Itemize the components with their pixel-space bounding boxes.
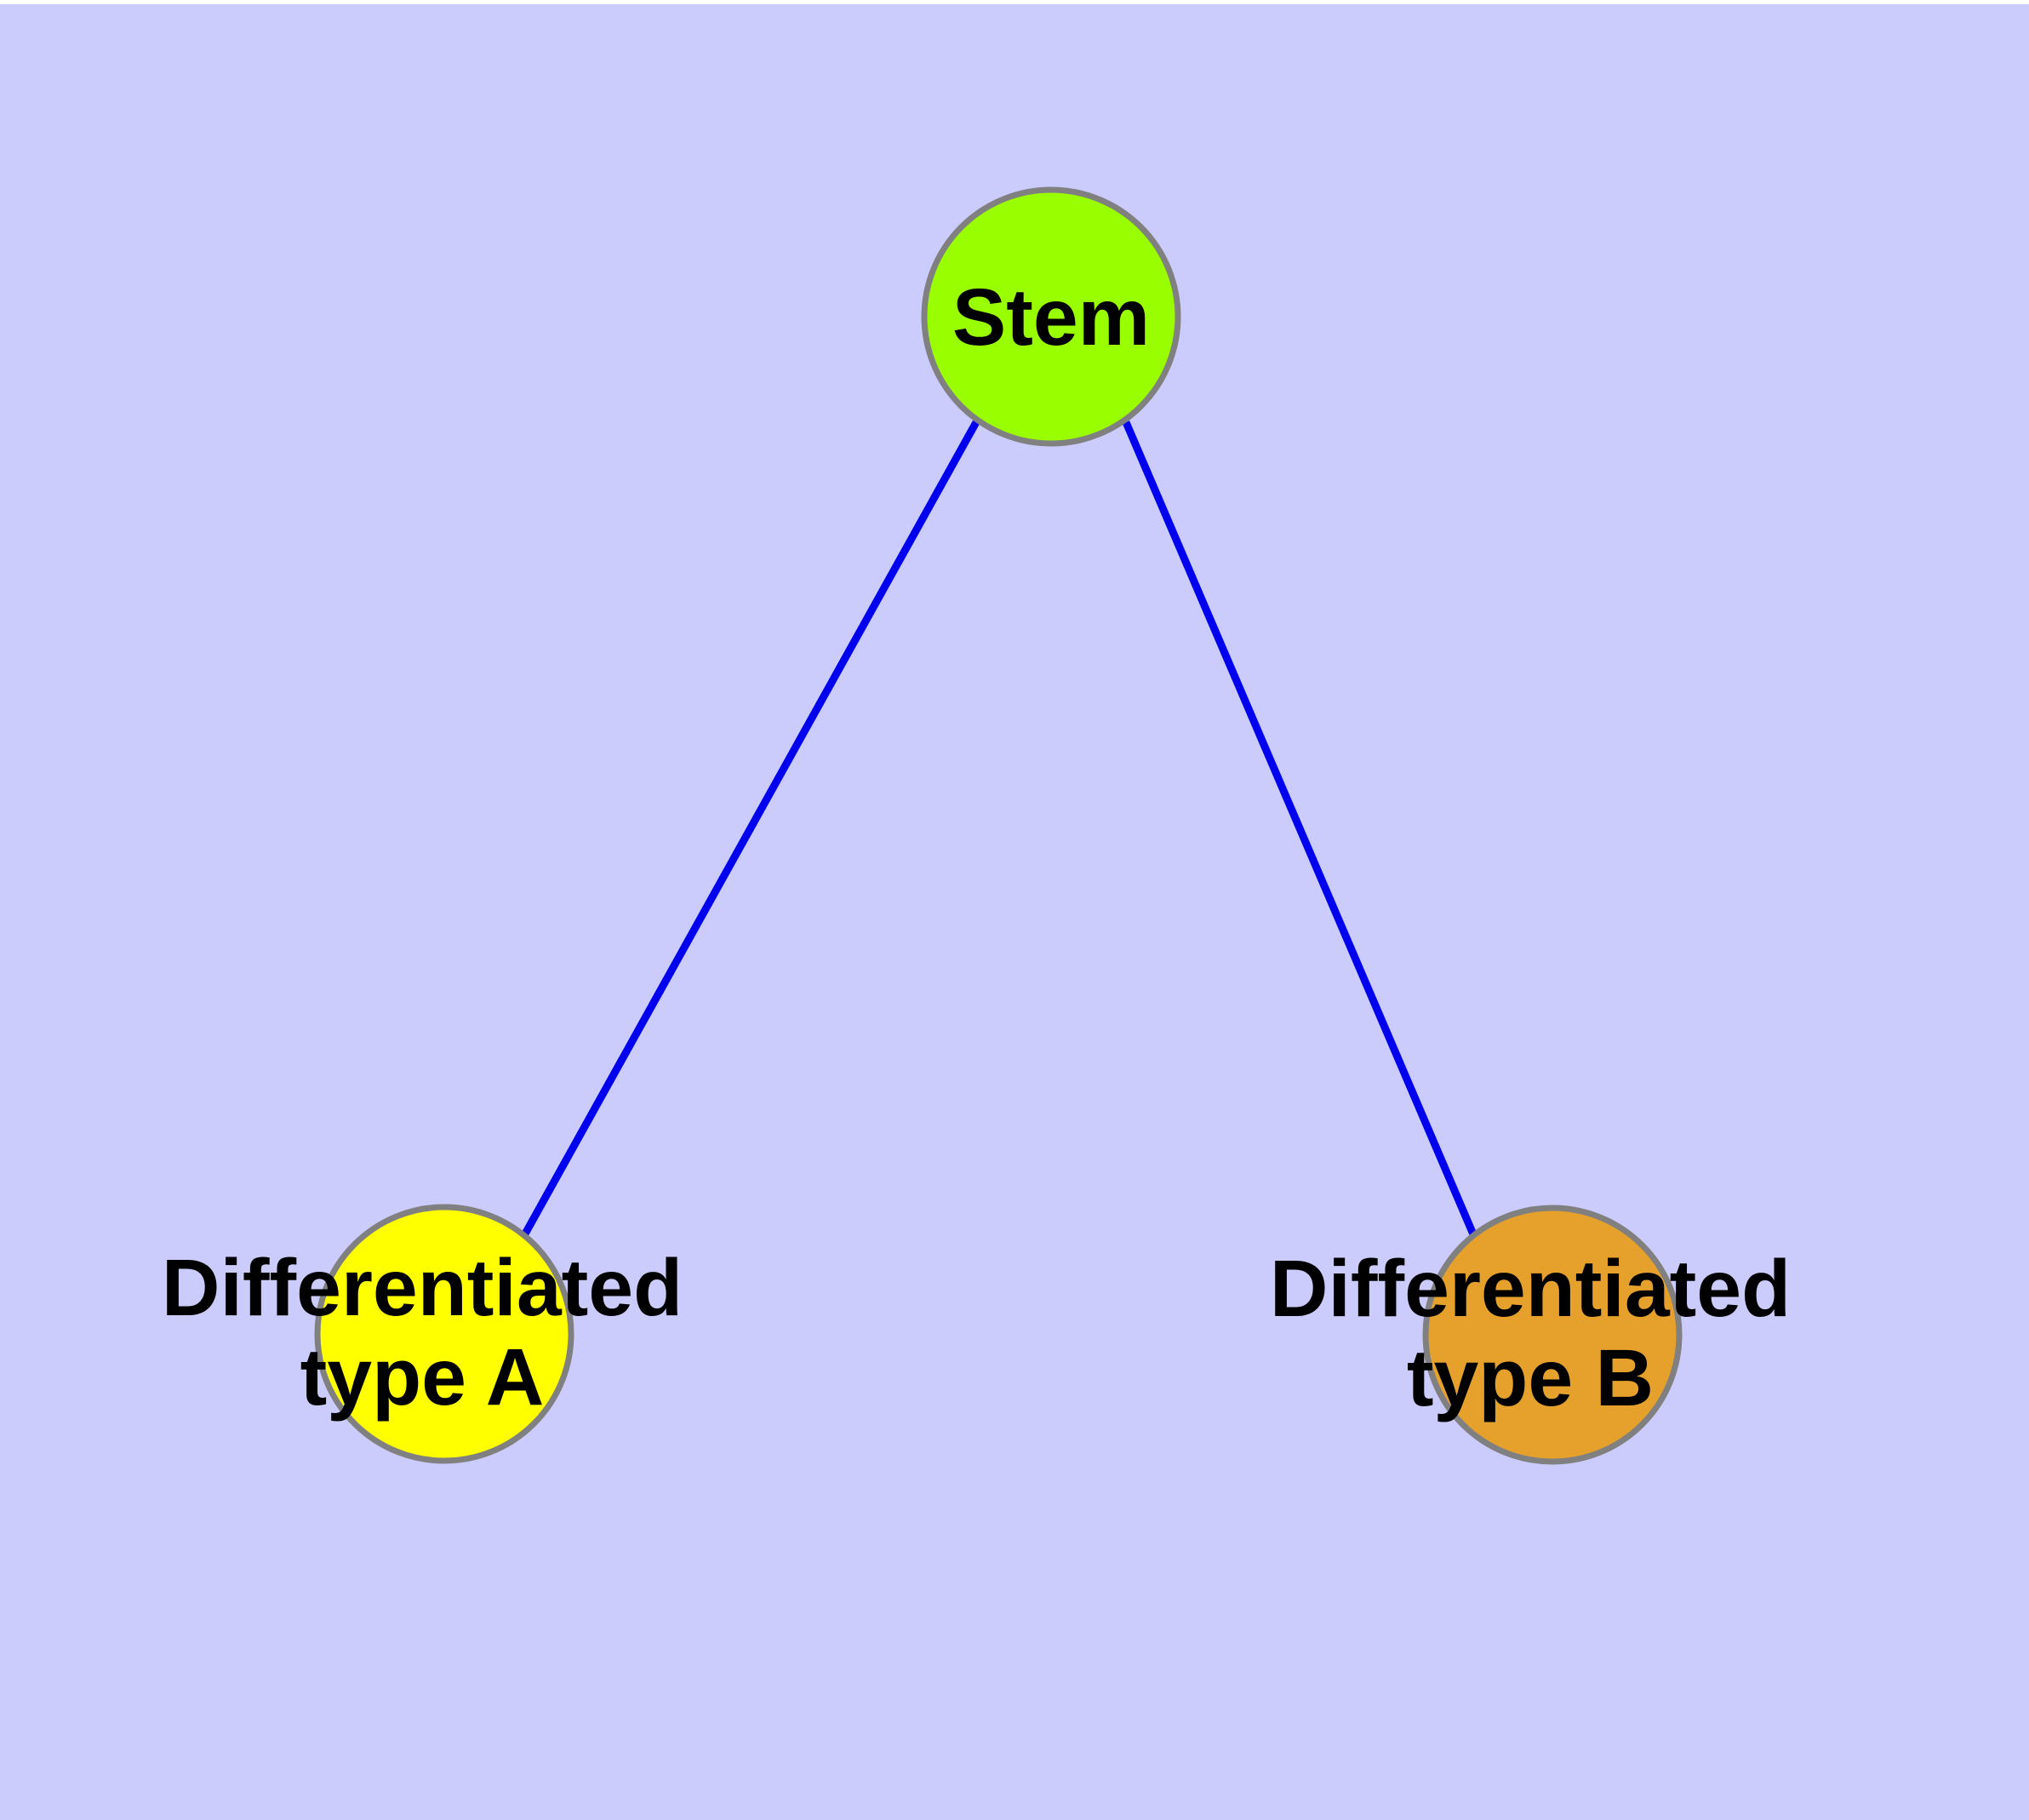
node-differentiated-type-a-circle[interactable] (314, 1204, 574, 1464)
node-differentiated-type-b-label-line-2: type B (1407, 1333, 1654, 1423)
edge-stem-to-differentiated-type-b[interactable] (1122, 421, 1483, 1248)
nodes-group: Stem Differentiated type A Differentiate… (162, 186, 1791, 1465)
node-differentiated-type-b[interactable]: Differentiated type B (1270, 1205, 1791, 1465)
node-differentiated-type-a-label-line-1: Differentiated (162, 1243, 683, 1333)
node-differentiated-type-a-label-line-2: type A (300, 1332, 545, 1422)
node-differentiated-type-b-circle[interactable] (1422, 1205, 1683, 1465)
edge-stem-to-differentiated-type-a[interactable] (516, 420, 980, 1247)
node-differentiated-type-a[interactable]: Differentiated type A (162, 1204, 683, 1464)
node-stem-circle[interactable] (921, 186, 1181, 447)
node-stem[interactable]: Stem (921, 186, 1181, 447)
node-stem-label: Stem (952, 272, 1150, 363)
node-differentiated-type-b-label-line-1: Differentiated (1270, 1244, 1791, 1334)
edges-group (516, 420, 1483, 1248)
